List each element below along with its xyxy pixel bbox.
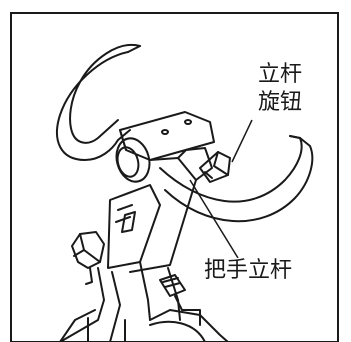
stem-body (129, 157, 197, 273)
label-stem-knob-line2: 旋钮 (257, 90, 304, 116)
left-knob (71, 231, 105, 285)
lower-frame (59, 267, 105, 342)
leader-line-handlebar-stem (189, 179, 239, 259)
left-handlebar-horn (56, 51, 131, 161)
label-stem-knob-line1: 立杆 (257, 62, 304, 88)
leader-line-stem-knob (231, 119, 253, 163)
border-frame (10, 12, 339, 342)
stem-knob (199, 151, 231, 183)
right-handlebar-horn (159, 135, 303, 203)
label-handlebar-stem: 把手立杆 (203, 258, 294, 284)
